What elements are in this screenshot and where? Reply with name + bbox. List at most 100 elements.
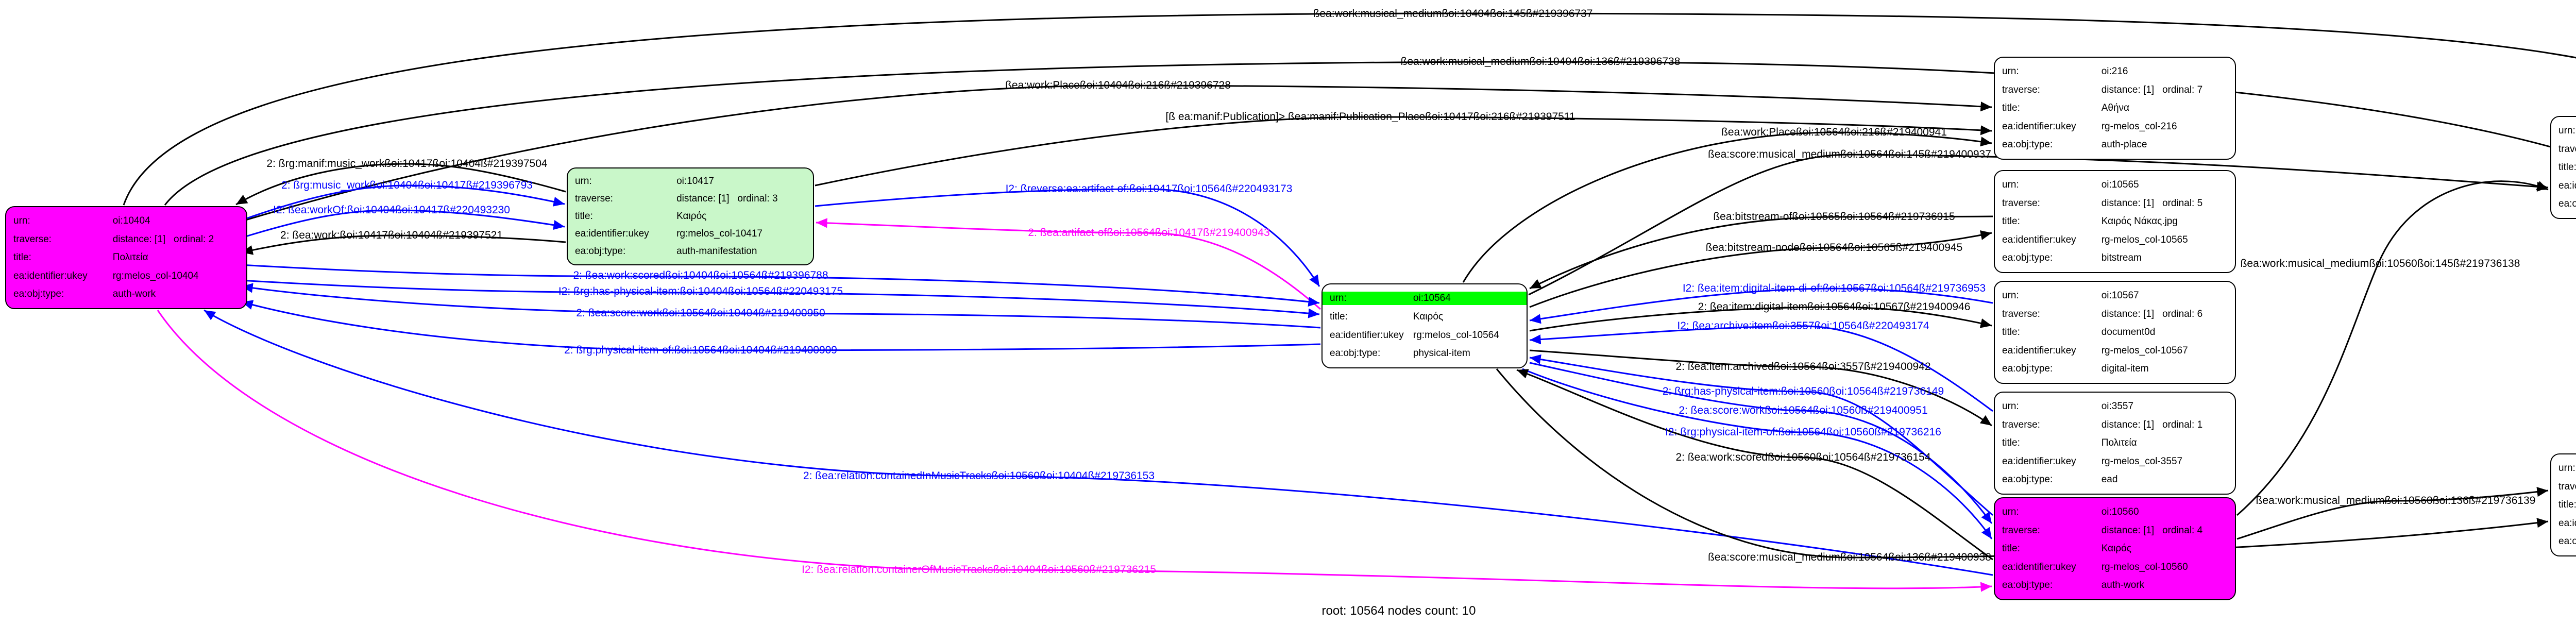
- field-label: ea:obj:type:: [575, 246, 626, 257]
- field-label: ea:identifier:ukey: [2002, 561, 2076, 572]
- field-title: title:Φωνή: [2551, 161, 2576, 174]
- edge-label: 2: ßea:score:workßoi:10564ßoi:10404ß#219…: [576, 307, 825, 319]
- edge-label: 2: ßrg:physical-item-of:ßoi:10564ßoi:104…: [564, 344, 837, 356]
- edge-contained-in-musictracks-10560-10404: [204, 309, 1993, 576]
- field-title: title:Αθήνα: [1995, 102, 2235, 115]
- field-label: traverse:: [2002, 525, 2040, 536]
- edge-work-scored-10560-10564: [1516, 369, 1993, 561]
- field-traverse: traverse:distance: [1] ordinal: 6: [1995, 308, 2235, 321]
- edge-label: 2: ßea:work:scoredßoi:10560ßoi:10564ß#21…: [1675, 451, 1931, 463]
- edge-score-work-10564-10404: [241, 283, 1321, 329]
- field-label: urn:: [2558, 125, 2575, 136]
- field-label: traverse:: [2558, 481, 2576, 492]
- field-urn: urn: oi:10565: [1995, 178, 2235, 192]
- edge-artifact-of-10564-10417: [816, 218, 1321, 310]
- edge-label: 2: ßea:item:archivedßoi:10564ßoi:3557ß#2…: [1675, 361, 1931, 373]
- field-value: oi:10564: [1413, 293, 1451, 304]
- field-label: title:: [2558, 162, 2576, 173]
- field-label: title:: [13, 252, 31, 263]
- field-label: traverse:: [2558, 143, 2576, 155]
- edge-work-musical-medium-10560-145: [2236, 180, 2549, 516]
- field-title: title:document0d: [1995, 326, 2235, 339]
- edge-rg-music-work-10404-10417: [240, 184, 565, 222]
- node-oi-10565[interactable]: urn:oi:10565 traverse:distance: [1] ordi…: [1994, 170, 2236, 273]
- field-value: distance: [1] ordinal: 2: [112, 233, 214, 245]
- field-value: rg-melos_col-216: [2101, 121, 2177, 132]
- edge-container-of-musictracks-10404-10560: [157, 310, 1992, 592]
- field-label: ea:obj:type:: [2558, 536, 2576, 547]
- edge-label: I2: ßea:workOf:ßoi:10404ßoi:10417ß#22049…: [273, 204, 510, 216]
- edge-label: ßea:work:Placeßoi:10564ßoi:216ß#21940094…: [1721, 126, 1947, 138]
- field-title: title:Καιρός: [1323, 310, 1527, 324]
- field-value: distance: [1] ordinal: 4: [2101, 525, 2203, 536]
- edge-work-place-10404-216: [240, 85, 1992, 223]
- field-value: rg:melos_col-10564: [1413, 329, 1499, 341]
- field-objtype: ea:obj:type:auth-place: [1995, 138, 2235, 151]
- field-ukey: ea:identifier:ukey rg-melos_col-10565: [1995, 233, 2235, 247]
- field-value: rg-melos_col-10565: [2101, 234, 2188, 245]
- field-label: title:: [1330, 311, 1348, 322]
- edge-label: I2: ßreverse:ea:artifact-of:ßoi:10417ßoi…: [1005, 183, 1293, 195]
- node-oi-10560[interactable]: urn:oi:10560 traverse:distance: [1] ordi…: [1994, 497, 2236, 600]
- edge-label: ßea:work:musical_mediumßoi:10560ßoi:136ß…: [2256, 495, 2536, 506]
- field-label: traverse:: [2002, 308, 2040, 319]
- field-label: urn:: [2002, 400, 2019, 412]
- field-label: ea:identifier:ukey: [2002, 345, 2076, 356]
- field-label: title:: [2002, 103, 2020, 114]
- field-label: traverse:: [13, 233, 52, 245]
- edge-label: I2: ßea:item:digital-item-di-of:ßoi:1056…: [1682, 282, 1986, 294]
- field-label: urn:: [2002, 179, 2019, 190]
- edge-label: ßea:bitstream-ofßoi:10565ßoi:10564ß#2197…: [1713, 211, 1955, 223]
- edge-ea-workof-10404-10417: [240, 209, 565, 239]
- field-title: title:Καιρός: [1995, 542, 2235, 555]
- field-title: title:Καιρός Νάκας.jpg: [1995, 215, 2235, 228]
- field-label: ea:obj:type:: [13, 289, 64, 300]
- field-value: digital-item: [2101, 363, 2149, 375]
- field-label: title:: [575, 211, 593, 222]
- node-oi-145[interactable]: urn:oi:145 traverse:distance: [1] ordina…: [2550, 116, 2576, 219]
- field-traverse: traverse:distance: [1] ordinal: 1: [1995, 418, 2235, 432]
- field-value: oi:10565: [2101, 179, 2139, 190]
- field-objtype: ea:obj:type:auth-concept: [2551, 197, 2576, 211]
- node-oi-10417[interactable]: urn:oi:10417 traverse:distance: [1] ordi…: [567, 167, 814, 265]
- field-objtype: ea:obj:type:auth-work: [6, 288, 246, 301]
- node-oi-3557[interactable]: urn: oi:3557 traverse:distance: [1] ordin…: [1994, 392, 2236, 495]
- edge-label: ßea:bitstream-nodeßoi:10564ßoi:10565ß#21…: [1705, 242, 1963, 254]
- field-value: Καιρός: [676, 211, 707, 222]
- node-oi-10404[interactable]: urn:oi:10404 traverse:distance: [1] ordi…: [5, 206, 247, 309]
- node-oi-216[interactable]: urn:oi:216 traverse:distance: [1] ordina…: [1994, 57, 2236, 160]
- edge-label: 2: ßea:item:digital-itemßoi:10564ßoi:105…: [1698, 301, 1971, 313]
- field-label: ea:identifier:ukey: [2002, 121, 2076, 132]
- field-value: oi:3557: [2101, 400, 2134, 412]
- field-label: ea:identifier:ukey: [2002, 234, 2076, 245]
- edge-ea-work-10417-10404: [241, 234, 566, 255]
- field-label: ea:obj:type:: [2558, 198, 2576, 210]
- field-ukey: ea:identifier:ukey rg-melos_col-216: [1995, 120, 2235, 133]
- edge-rg-manif-music-work-10417-10404: [235, 163, 566, 206]
- field-label: traverse:: [2002, 84, 2040, 95]
- node-oi-10564-root[interactable]: urn:oi:10564 title:Καιρός ea:identifier:…: [1321, 283, 1528, 368]
- field-label: urn:: [13, 215, 30, 226]
- field-value: oi:216: [2101, 65, 2128, 77]
- field-label: ea:identifier:ukey: [13, 270, 88, 281]
- edge-label: 2: ßea:artifact-ofßoi:10564ßoi:10417ß#21…: [1028, 227, 1270, 239]
- field-label: title:: [2002, 327, 2020, 338]
- field-label: traverse:: [575, 193, 613, 205]
- node-oi-10567[interactable]: urn:oi:10567 traverse:distance: [1] ordi…: [1994, 281, 2236, 384]
- edge-label: I2: ßrg:physical-item-of:ßoi:10564ßoi:10…: [1665, 426, 1941, 438]
- edge-label: 2: ßrg:music_workßoi:10404ßoi:10417ß#219…: [281, 179, 533, 191]
- field-urn: urn:oi:136: [2551, 462, 2576, 475]
- node-oi-136[interactable]: urn:oi:136 traverse:distance: [1] ordina…: [2550, 453, 2576, 556]
- edge-label: ßea:score:musical_mediumßoi:10564ßoi:145…: [1708, 148, 1991, 160]
- field-traverse: traverse:distance: [1] ordinal: 9: [2551, 480, 2576, 494]
- field-value: rg:melos_col-10417: [676, 228, 762, 240]
- field-value: rg-melos_col-10560: [2101, 561, 2188, 572]
- field-label: ea:obj:type:: [2002, 474, 2053, 485]
- edge-digital-item-10564-10567: [1529, 306, 1992, 332]
- field-traverse: traverse: distance: [1] ordinal: 4: [1995, 524, 2235, 537]
- field-objtype: ea:obj:type:auth-work: [1995, 579, 2235, 592]
- edge-item-archived-10564-3557: [1529, 349, 1992, 427]
